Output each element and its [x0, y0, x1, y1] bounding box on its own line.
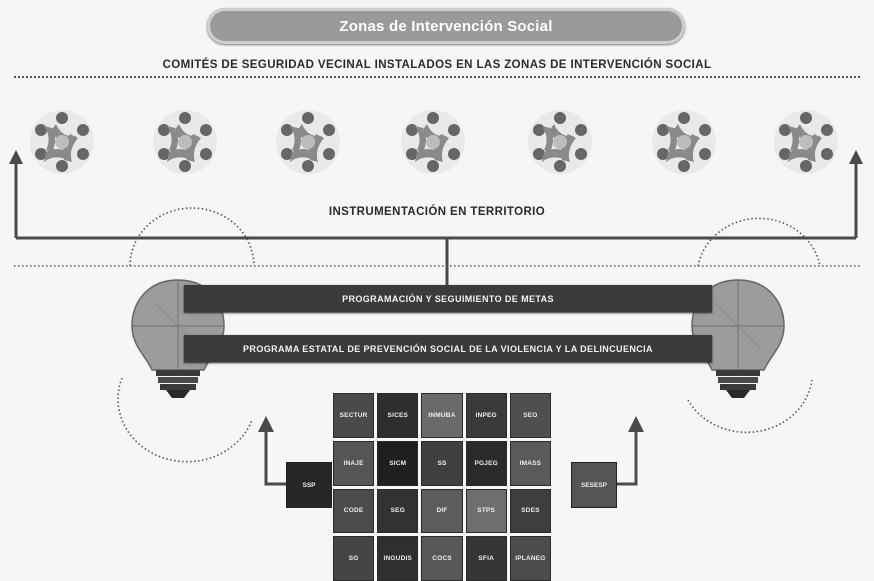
agency-cell: SDES	[509, 488, 551, 534]
arrow-up-icon	[9, 150, 23, 164]
goals-programming-label: PROGRAMACIÓN Y SEGUIMIENTO DE METAS	[342, 293, 554, 304]
agency-cell: COCS	[421, 536, 463, 581]
agency-cell: SICES	[377, 393, 419, 438]
page-title: Zonas de Intervención Social	[339, 17, 553, 35]
community-circle-icon	[276, 110, 340, 174]
arrow-up-icon	[258, 416, 274, 432]
agency-cell: IPLANEG	[509, 536, 551, 581]
ssp-label: SSP	[302, 481, 316, 489]
agency-cell: SFIA	[465, 536, 507, 581]
agency-cell: SEO	[509, 393, 551, 438]
agency-cell: INAJE	[333, 440, 375, 486]
community-circle-icon	[652, 110, 716, 174]
committee-icons	[30, 110, 838, 174]
agency-cell: SICM	[377, 440, 419, 486]
agency-cell: STPS	[465, 488, 507, 534]
sesesp-label: SESESP	[580, 481, 607, 489]
community-circle-icon	[774, 110, 838, 174]
agency-cell: SG	[333, 536, 375, 581]
ssp-box: SSP	[286, 462, 332, 508]
agency-cell: CODE	[333, 488, 375, 534]
agency-arrows	[264, 428, 638, 486]
agency-cell: INGUDIS	[377, 536, 419, 581]
community-circle-icon	[401, 110, 465, 174]
page-title-pill: Zonas de Intervención Social	[207, 8, 685, 44]
agency-cell: SECTUR	[333, 393, 375, 438]
community-circle-icon	[528, 110, 592, 174]
agency-cell: SS	[421, 440, 463, 486]
top-divider	[14, 76, 860, 78]
territory-label: INSTRUMENTACIÓN EN TERRITORIO	[328, 206, 546, 218]
committees-subtitle: COMITÉS DE SEGURIDAD VECINAL INSTALADOS …	[162, 59, 712, 71]
community-circle-icon	[153, 110, 217, 174]
sesesp-box: SESESP	[571, 462, 617, 508]
agency-cell: IMASS	[509, 440, 551, 486]
dotted-arcs	[14, 207, 860, 463]
agency-cell: INMUBA	[421, 393, 463, 438]
goals-programming-bar: PROGRAMACIÓN Y SEGUIMIENTO DE METAS	[184, 285, 712, 312]
prevention-program-bar: PROGRAMA ESTATAL DE PREVENCIÓN SOCIAL DE…	[184, 335, 712, 362]
agency-cell: SEG	[377, 488, 419, 534]
agency-cell: INPEG	[465, 393, 507, 438]
community-circle-icon	[30, 110, 94, 174]
territory-bracket	[14, 160, 858, 285]
prevention-program-label: PROGRAMA ESTATAL DE PREVENCIÓN SOCIAL DE…	[243, 343, 653, 354]
arrow-up-icon	[849, 150, 863, 164]
agency-cell: PGJEG	[465, 440, 507, 486]
agency-cell: DIF	[421, 488, 463, 534]
arrow-up-icon	[628, 416, 644, 432]
